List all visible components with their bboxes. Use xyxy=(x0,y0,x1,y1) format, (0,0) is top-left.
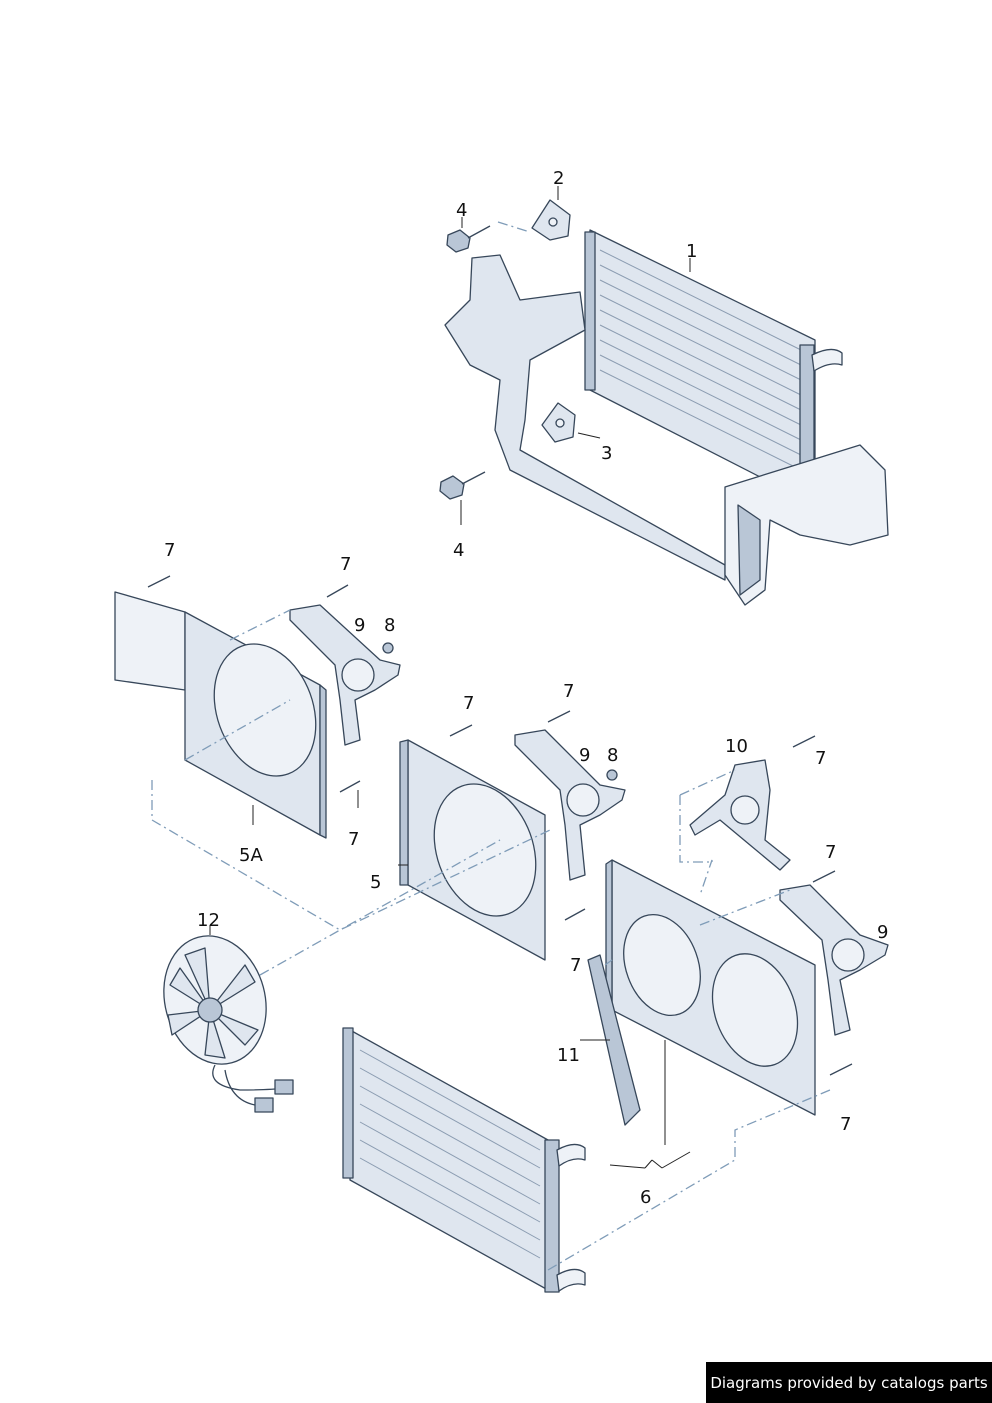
callout-7-g: 7 xyxy=(825,842,836,863)
callout-7-d: 7 xyxy=(563,681,574,702)
bolt-part-4-lower xyxy=(439,471,486,500)
callout-7-c: 7 xyxy=(463,693,474,714)
fan-shroud-part-6 xyxy=(605,859,816,1116)
callout-7-h: 7 xyxy=(570,955,581,976)
callout-4-lower: 4 xyxy=(453,540,464,561)
callout-9-b: 9 xyxy=(579,745,590,766)
callout-8-b: 8 xyxy=(607,745,618,766)
callout-7-i: 7 xyxy=(840,1114,851,1135)
leader-lines xyxy=(209,186,691,1169)
seal-strip-part-11 xyxy=(587,954,641,1126)
screws-part-7 xyxy=(147,575,853,1076)
fan-bracket-part-10 xyxy=(689,759,791,871)
callout-11: 11 xyxy=(557,1045,580,1066)
mount-bracket-part-2 xyxy=(531,199,571,241)
callout-9-c: 9 xyxy=(877,922,888,943)
radiator-1-fins xyxy=(599,249,806,473)
callout-9-a: 9 xyxy=(354,615,365,636)
fan-bracket-part-9-left xyxy=(289,604,401,746)
callout-3: 3 xyxy=(601,443,612,464)
callout-5a: 5A xyxy=(239,845,263,866)
callout-7-b: 7 xyxy=(340,554,351,575)
callout-10: 10 xyxy=(725,736,748,757)
credit-banner: Diagrams provided by catalogs parts xyxy=(706,1362,992,1403)
callout-5: 5 xyxy=(370,872,381,893)
fan-shroud-part-5 xyxy=(399,739,546,961)
callout-labels: 1 2 3 4 4 7 7 9 8 7 7 9 8 10 7 7 5A 5 7 … xyxy=(164,168,888,1208)
callout-7-a: 7 xyxy=(164,540,175,561)
callout-7-e: 7 xyxy=(815,748,826,769)
callout-12: 12 xyxy=(197,910,220,931)
mount-bracket-part-3 xyxy=(541,402,576,443)
lock-carrier-frame xyxy=(444,254,889,606)
fan-bracket-part-9-right xyxy=(779,884,889,1036)
radiator-lower-fins xyxy=(359,1049,541,1259)
callout-4-upper: 4 xyxy=(456,200,467,221)
callout-2: 2 xyxy=(553,168,564,189)
nuts-part-8 xyxy=(382,642,618,781)
bolt-part-4-upper xyxy=(446,225,491,253)
assembly-lines xyxy=(151,221,831,1271)
callout-6: 6 xyxy=(640,1187,651,1208)
fan-shroud-part-5a xyxy=(114,591,327,839)
callout-8-a: 8 xyxy=(384,615,395,636)
callout-1: 1 xyxy=(686,241,697,262)
radiator-lower xyxy=(342,1027,586,1293)
cooling-fan-part-12 xyxy=(163,935,294,1113)
fan-bracket-part-9-mid xyxy=(514,729,626,881)
callout-7-f: 7 xyxy=(348,829,359,850)
